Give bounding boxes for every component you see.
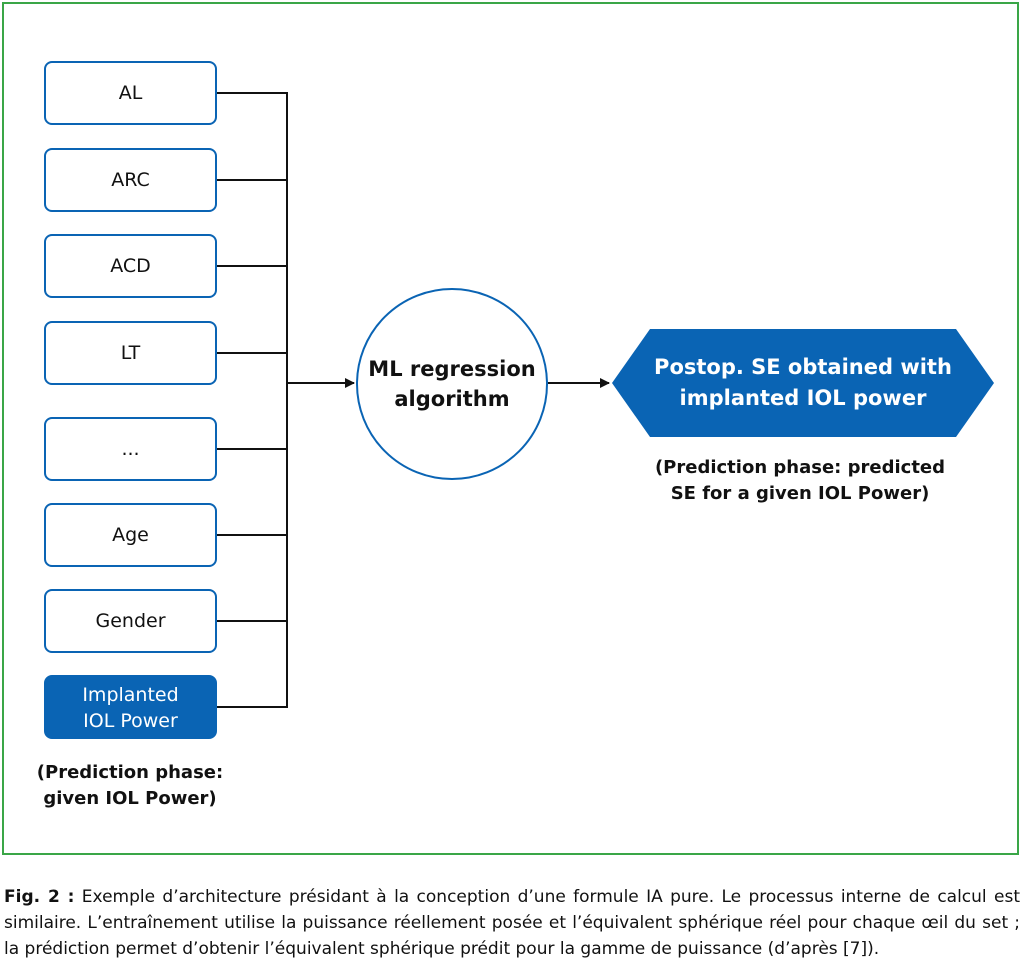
algorithm-node: ML regression algorithm [356,288,548,480]
note-line1: (Prediction phase: [36,762,224,783]
figure-caption: Fig. 2 : Exemple d’architecture présidan… [4,884,1020,962]
input-label: ACD [110,255,151,277]
input-label: LT [120,342,141,364]
caption-text: Exemple d’architecture présidant à la co… [4,887,1020,959]
input-label-line2: IOL Power [83,710,178,732]
input-lt: LT [44,321,217,385]
algorithm-line2: algorithm [394,387,510,411]
output-node: Postop. SE obtained with implanted IOL p… [612,329,994,437]
output-prediction-note: (Prediction phase: predicted SE for a gi… [640,455,960,507]
note-line1: (Prediction phase: predicted [654,457,946,478]
input-label: ARC [111,169,150,191]
note-line2: given IOL Power) [43,788,217,809]
output-hexagon-shape [612,329,994,437]
input-arc: ARC [44,148,217,212]
input-ellipsis: ... [44,417,217,481]
output-line2: implanted IOL power [679,386,927,410]
note-line2: SE for a given IOL Power) [670,483,930,504]
input-gender: Gender [44,589,217,653]
input-acd: ACD [44,234,217,298]
output-line1: Postop. SE obtained with [654,355,952,379]
figure-frame [2,2,1019,855]
input-label-line1: Implanted [82,684,179,706]
algorithm-line1: ML regression [368,357,536,381]
input-label: Age [112,524,149,546]
input-label: AL [118,82,143,104]
input-prediction-note: (Prediction phase: given IOL Power) [30,760,230,812]
input-label: ... [121,438,140,460]
input-al: AL [44,61,217,125]
caption-label: Fig. 2 : [4,887,75,907]
input-implanted-iol-power: Implanted IOL Power [44,675,217,739]
input-age: Age [44,503,217,567]
input-label: Gender [95,610,166,632]
